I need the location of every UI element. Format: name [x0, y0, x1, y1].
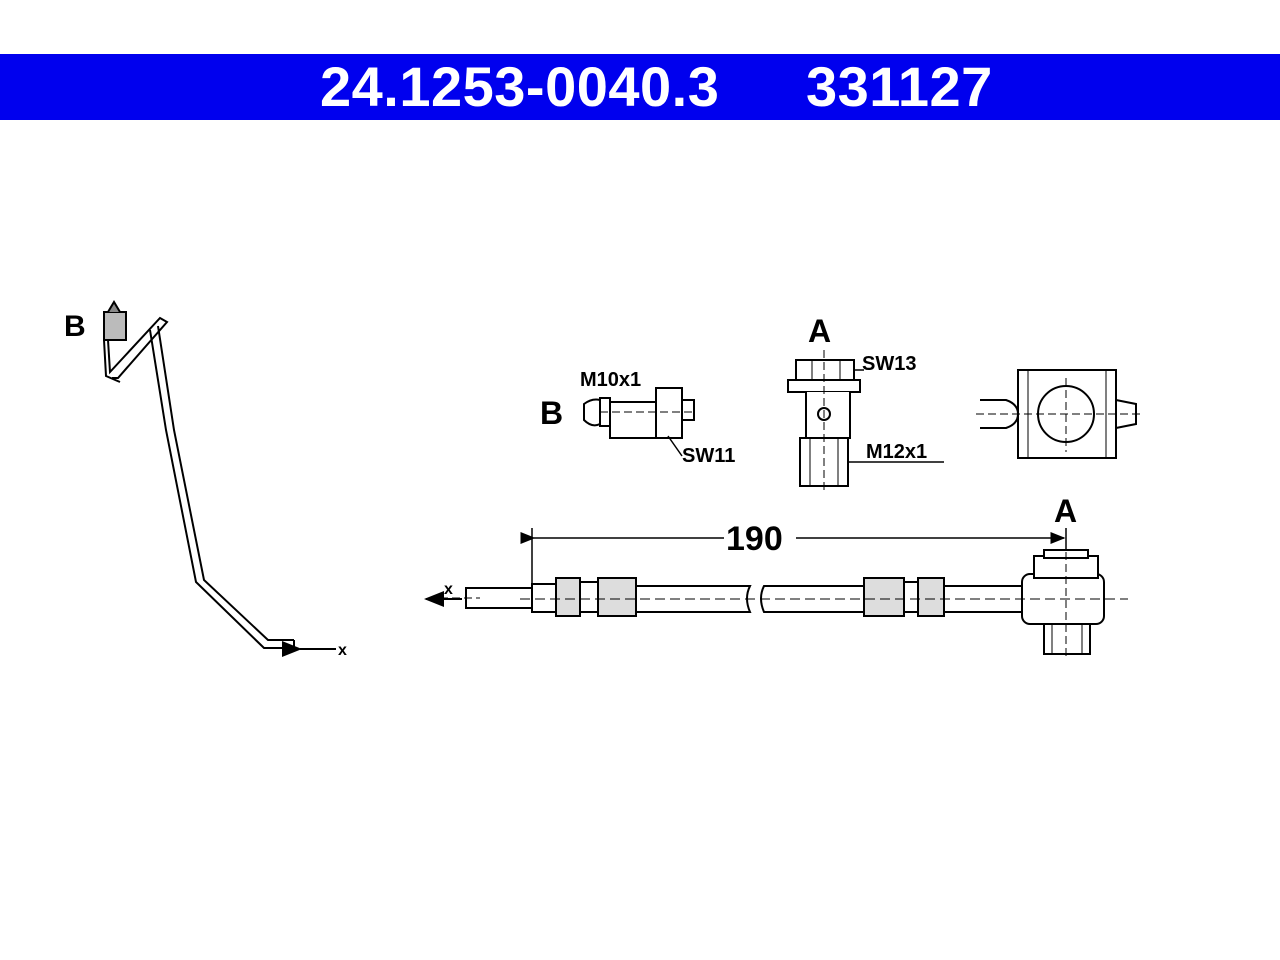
banjo-fitting-top-view	[976, 369, 1140, 459]
hose-length-dimension: 190	[726, 520, 783, 558]
axis-label-x: x	[338, 642, 347, 659]
banjo-bolt-thread: M12x1	[866, 441, 927, 463]
part-number: 24.1253-0040.3	[320, 55, 720, 118]
title-bar: 24.1253-0040.3 331127	[0, 54, 1280, 120]
hose-end-label-a: A	[1054, 493, 1077, 529]
fitting-b-tip	[103, 300, 127, 341]
hose-axis-label-x: x	[444, 581, 453, 598]
fitting-b-wrench-size: SW11	[682, 445, 735, 467]
end-label-b: B	[64, 310, 86, 343]
reference-number: 331127	[806, 55, 993, 118]
hose-assembly-view	[424, 528, 1128, 660]
fitting-b-detail	[583, 387, 695, 457]
brake-line-side-view	[103, 300, 336, 657]
banjo-bolt-wrench-size: SW13	[862, 353, 916, 375]
fitting-b-thread: M10x1	[580, 369, 641, 391]
banjo-bolt-label: A	[808, 313, 831, 349]
fitting-b-label: B	[540, 395, 563, 431]
banjo-bolt-detail	[787, 350, 944, 492]
